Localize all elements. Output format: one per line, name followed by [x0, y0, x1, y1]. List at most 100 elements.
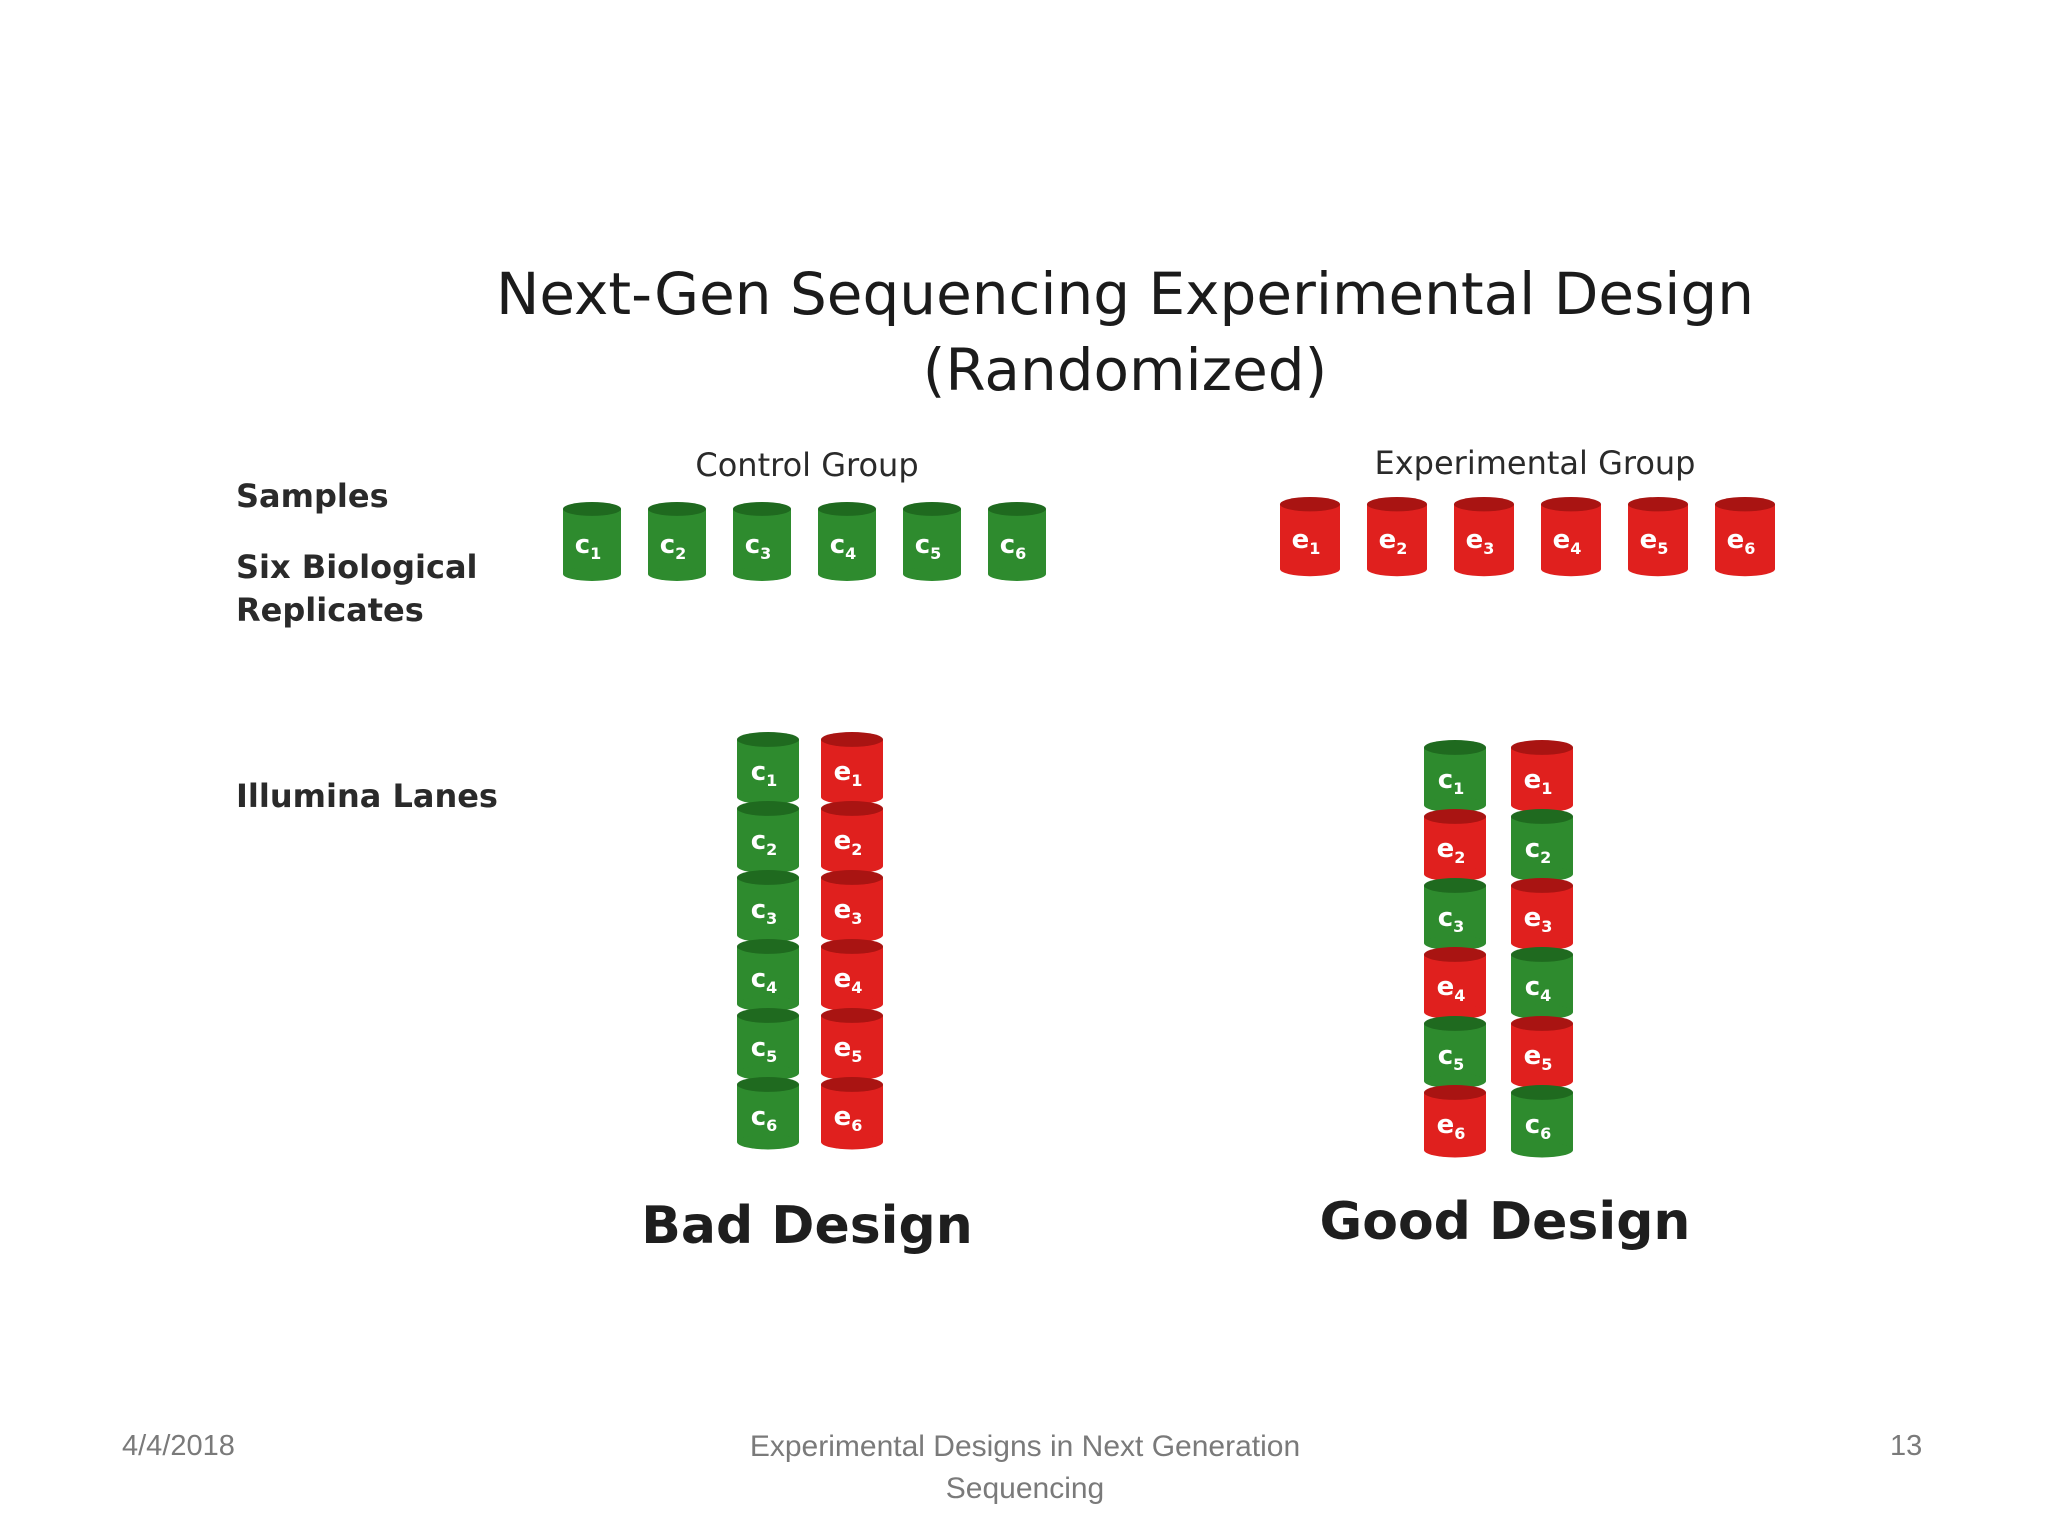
- cylinder-bottom: [737, 789, 799, 805]
- cylinder-top: [1280, 497, 1340, 512]
- replicates-label-line1: Six Biological: [236, 548, 478, 586]
- cylinder-top: [821, 1077, 883, 1092]
- cylinder-bottom: [1424, 866, 1486, 882]
- footer-page-number: 13: [1890, 1430, 1923, 1462]
- good-lane-2-e1: e1: [1511, 740, 1573, 813]
- cylinder-bottom: [1424, 797, 1486, 813]
- sample-label: c6: [1525, 1110, 1552, 1143]
- sample-label: c4: [1525, 972, 1552, 1005]
- cylinder-top: [1454, 497, 1514, 512]
- cylinder-top: [737, 732, 799, 747]
- cylinder-body: [1715, 504, 1775, 569]
- bad-lane-2-e6: e6: [821, 1077, 883, 1150]
- cylinder-body: [737, 877, 799, 935]
- cylinder-body: [821, 946, 883, 1004]
- cylinder-bottom: [737, 858, 799, 874]
- sample-label: c6: [751, 1102, 778, 1135]
- cylinder-body: [1511, 747, 1573, 805]
- cylinder-body: [1424, 816, 1486, 874]
- cylinder-bottom: [737, 1134, 799, 1150]
- experimental-sample-e5: e5: [1628, 497, 1688, 577]
- cylinder-bottom: [1541, 561, 1601, 577]
- experimental-group-label: Experimental Group: [1374, 444, 1696, 482]
- bad-lane-1-c5: c5: [737, 1008, 799, 1081]
- cylinder-body: [1511, 1023, 1573, 1081]
- cylinder-body: [821, 1084, 883, 1142]
- cylinder-bottom: [1367, 561, 1427, 577]
- sample-label: e5: [1640, 525, 1669, 558]
- cylinder-top: [1424, 809, 1486, 824]
- cylinder-bottom: [818, 567, 876, 581]
- cylinder-body: [737, 808, 799, 866]
- cylinder-bottom: [1280, 561, 1340, 577]
- good-lane-1-c1: c1: [1424, 740, 1486, 813]
- good-lane-2-e5: e5: [1511, 1016, 1573, 1089]
- illumina-lanes-label: Illumina Lanes: [236, 777, 498, 815]
- bad-lane-1-c2: c2: [737, 801, 799, 874]
- cylinder-body: [563, 508, 621, 574]
- cylinder-top: [733, 502, 791, 516]
- cylinder-bottom: [1454, 561, 1514, 577]
- sample-label: c3: [751, 895, 778, 928]
- control-sample-c1: c1: [563, 502, 621, 581]
- cylinder-bottom: [1424, 1073, 1486, 1089]
- cylinder-body: [737, 739, 799, 797]
- cylinder-top: [563, 502, 621, 516]
- control-group-label: Control Group: [695, 446, 919, 484]
- control-sample-c6: c6: [988, 502, 1046, 581]
- bad-lane-2-e4: e4: [821, 939, 883, 1012]
- sample-label: c5: [1438, 1041, 1465, 1074]
- cylinder-top: [1424, 1016, 1486, 1031]
- cylinder-top: [903, 502, 961, 516]
- experimental-sample-e6: e6: [1715, 497, 1775, 577]
- cylinder-bottom: [1424, 935, 1486, 951]
- experimental-sample-e2: e2: [1367, 497, 1427, 577]
- bad-lane-1-c6: c6: [737, 1077, 799, 1150]
- sample-label: e5: [1524, 1041, 1553, 1074]
- cylinder-bottom: [1511, 1073, 1573, 1089]
- slide-title-text: Next-Gen Sequencing Experimental Design …: [496, 260, 1754, 404]
- cylinder-body: [1424, 747, 1486, 805]
- cylinder-top: [648, 502, 706, 516]
- sample-label: c2: [1525, 834, 1552, 867]
- good-lane-1-e2: e2: [1424, 809, 1486, 882]
- good-lane-1-c3: c3: [1424, 878, 1486, 951]
- cylinder-top: [821, 939, 883, 954]
- cylinder-bottom: [903, 567, 961, 581]
- sample-label: c2: [751, 826, 778, 859]
- sample-label: e6: [1437, 1110, 1466, 1143]
- cylinder-bottom: [821, 996, 883, 1012]
- control-sample-c2: c2: [648, 502, 706, 581]
- cylinder-top: [1367, 497, 1427, 512]
- cylinder-top: [1424, 947, 1486, 962]
- sample-label: c6: [1000, 530, 1027, 563]
- samples-label: Samples: [236, 477, 389, 515]
- cylinder-top: [1424, 1085, 1486, 1100]
- cylinder-top: [1511, 740, 1573, 755]
- cylinder-top: [737, 1077, 799, 1092]
- control-sample-c3: c3: [733, 502, 791, 581]
- cylinder-top: [1511, 947, 1573, 962]
- sample-label: e3: [1524, 903, 1553, 936]
- cylinder-body: [1367, 504, 1427, 569]
- cylinder-body: [1424, 954, 1486, 1012]
- cylinder-bottom: [821, 1134, 883, 1150]
- cylinder-body: [737, 1015, 799, 1073]
- cylinder-top: [821, 1008, 883, 1023]
- cylinder-top: [821, 732, 883, 747]
- cylinder-body: [1511, 816, 1573, 874]
- cylinder-body: [1424, 885, 1486, 943]
- cylinder-body: [1511, 954, 1573, 1012]
- sample-label: e4: [1553, 525, 1582, 558]
- cylinder-bottom: [648, 567, 706, 581]
- cylinder-bottom: [1715, 561, 1775, 577]
- cylinder-bottom: [821, 789, 883, 805]
- sample-label: c3: [1438, 903, 1465, 936]
- cylinder-top: [1628, 497, 1688, 512]
- control-sample-c4: c4: [818, 502, 876, 581]
- cylinder-body: [1424, 1092, 1486, 1150]
- sample-label: c1: [1438, 765, 1465, 798]
- cylinder-bottom: [737, 996, 799, 1012]
- cylinder-body: [1511, 1092, 1573, 1150]
